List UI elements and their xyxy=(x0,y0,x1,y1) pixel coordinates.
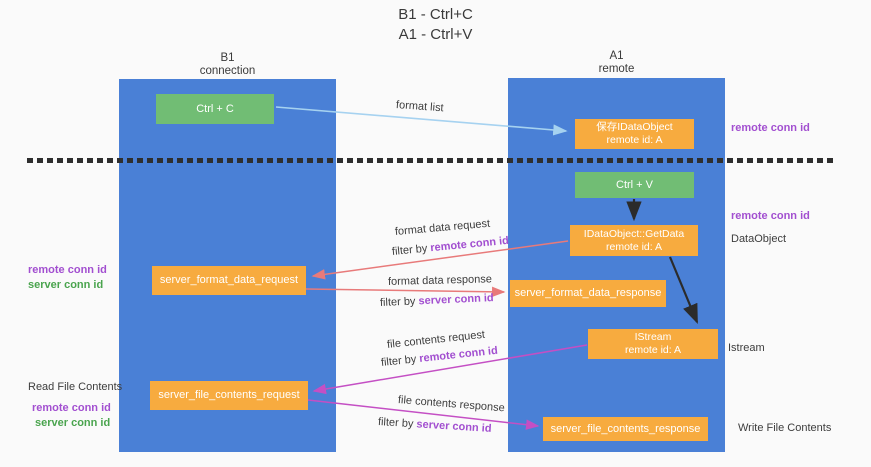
node-server-format-data-request: server_format_data_request xyxy=(152,266,306,295)
filter-by-text: filter by xyxy=(377,416,417,431)
label-server-conn-id-left-1: server conn id xyxy=(28,279,104,291)
lane-header-b1: B1 connection xyxy=(119,52,336,78)
ctrl-v-label: Ctrl + V xyxy=(616,178,653,191)
edge-label-format-list: format list xyxy=(395,99,444,115)
node-server-file-contents-response: server_file_contents_response xyxy=(543,417,708,441)
istream-line1: IStream xyxy=(634,331,672,343)
getdata-line2: remote id: A xyxy=(605,240,663,253)
remote-conn-id-text: remote conn id xyxy=(418,344,499,365)
server-conn-id-text: server conn id xyxy=(418,292,494,308)
node-ctrl-c: Ctrl + C xyxy=(156,94,274,124)
label-remote-conn-id-right-1: remote conn id xyxy=(731,122,810,134)
label-server-conn-id-left-2: server conn id xyxy=(35,417,111,429)
node-istream: IStream remote id: A xyxy=(588,329,718,359)
istream-line2: remote id: A xyxy=(624,344,682,356)
edge-label-filter-format-response: filter by server conn id xyxy=(380,292,494,309)
lane-a1-name: A1 xyxy=(609,50,624,62)
filter-by-text: filter by xyxy=(380,353,420,369)
lane-header-a1: A1 remote xyxy=(508,50,725,76)
remote-conn-id-text: remote conn id xyxy=(429,234,510,255)
filter-by-text: filter by xyxy=(391,242,431,258)
label-read-file-contents: Read File Contents xyxy=(28,381,123,393)
server-file-contents-request-label: server_file_contents_request xyxy=(158,389,300,401)
server-format-data-request-label: server_format_data_request xyxy=(159,274,299,286)
edge-label-format-data-request: format data request xyxy=(394,217,491,238)
ctrl-c-label: Ctrl + C xyxy=(196,102,234,115)
edge-label-filter-file-response: filter by server conn id xyxy=(378,416,492,435)
title-line-2: A1 - Ctrl+V xyxy=(398,26,473,43)
diagram-title: B1 - Ctrl+C A1 - Ctrl+V xyxy=(0,5,871,45)
node-server-format-data-response: server_format_data_response xyxy=(510,280,666,307)
lane-b1-role: connection xyxy=(199,65,256,77)
node-idataobject-getdata: IDataObject::GetData remote id: A xyxy=(570,225,698,256)
edge-label-file-contents-response: file contents response xyxy=(397,394,506,415)
edge-label-format-data-response: format data response xyxy=(387,273,493,288)
node-ctrl-v: Ctrl + V xyxy=(575,172,694,198)
save-idataobject-line2: remote id: A xyxy=(606,134,663,146)
server-conn-id-text: server conn id xyxy=(416,418,492,435)
lane-a1-role: remote xyxy=(598,63,635,75)
label-istream: Istream xyxy=(728,342,765,354)
server-file-contents-response-label: server_file_contents_response xyxy=(550,422,701,435)
label-remote-conn-id-left-2: remote conn id xyxy=(32,402,111,414)
filter-by-text: filter by xyxy=(379,295,419,309)
label-remote-conn-id-left-1: remote conn id xyxy=(28,264,107,276)
getdata-line1: IDataObject::GetData xyxy=(583,227,685,240)
node-save-idataobject: 保存IDataObject remote id: A xyxy=(575,119,694,149)
label-write-file-contents: Write File Contents xyxy=(738,422,832,434)
lane-b1-name: B1 xyxy=(220,52,235,64)
session-divider-dashed-line xyxy=(27,158,835,163)
save-idataobject-line1: 保存IDataObject xyxy=(596,121,673,133)
server-format-data-response-label: server_format_data_response xyxy=(514,287,662,299)
label-remote-conn-id-right-2: remote conn id xyxy=(731,210,810,222)
label-dataobject: DataObject xyxy=(731,233,787,245)
edge-label-filter-format-request: filter by remote conn id xyxy=(391,235,509,258)
title-line-1: B1 - Ctrl+C xyxy=(398,6,473,23)
node-server-file-contents-request: server_file_contents_request xyxy=(150,381,308,410)
